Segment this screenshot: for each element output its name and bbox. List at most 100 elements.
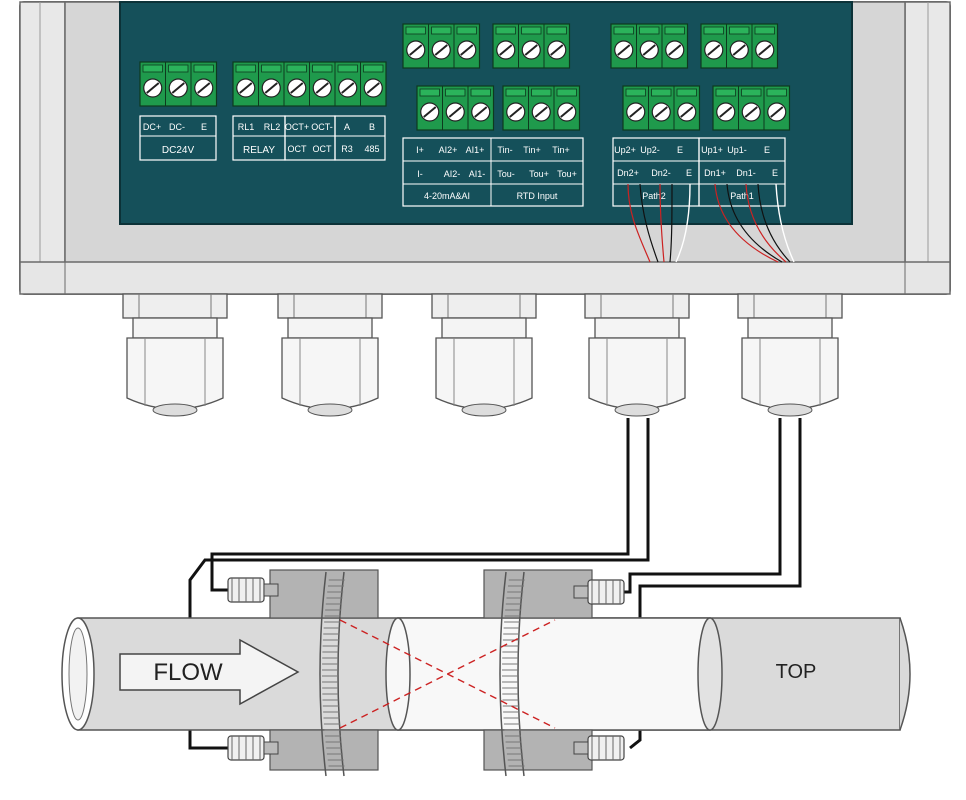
screw-terminal-icon	[738, 86, 762, 130]
label-up2-minus: Up2-	[640, 145, 660, 155]
pipe-strap-left	[319, 571, 345, 777]
label-up1-minus: Up1-	[727, 145, 747, 155]
pipe-clamp-icon	[319, 571, 525, 777]
label-dn1-plus: Dn1+	[704, 168, 726, 178]
cable-glands	[122, 293, 843, 417]
screw-terminal-icon	[309, 62, 333, 106]
cable-gland-icon	[277, 293, 383, 417]
label-r3: R3	[341, 144, 353, 154]
label-path2: Path2	[642, 191, 666, 201]
label-dc24v: DC24V	[162, 145, 195, 156]
label-oct-a: OCT	[288, 144, 308, 154]
screw-terminal-icon	[648, 86, 672, 130]
screw-terminal-icon	[518, 24, 542, 68]
label-tin-plus-2: Tin+	[552, 145, 569, 155]
screw-terminal-icon	[360, 62, 384, 106]
label-dc24v: DC+ DC- E DC24V	[139, 115, 217, 161]
terminal-block	[416, 85, 495, 131]
flow-label: FLOW	[153, 659, 223, 686]
cable-gland-icon	[431, 293, 537, 417]
terminal-block	[502, 85, 581, 131]
label-tou-minus: Tou-	[497, 169, 515, 179]
label-b: B	[369, 122, 375, 132]
label-ai1-minus: AI1-	[469, 169, 486, 179]
terminal-block	[700, 23, 779, 69]
screw-terminal-icon	[726, 24, 750, 68]
screw-terminal-icon	[661, 24, 685, 68]
screw-terminal-icon	[502, 86, 526, 130]
transducer-connector	[227, 735, 279, 761]
transducer-connector	[573, 735, 625, 761]
screw-terminal-icon	[283, 62, 307, 106]
screw-terminal-icon	[610, 24, 634, 68]
label-i-minus: I-	[417, 169, 423, 179]
screw-terminal-icon	[428, 24, 452, 68]
label-ai2-minus: AI2-	[444, 169, 461, 179]
label-oct-minus: OCT-	[311, 122, 333, 132]
terminal-block	[622, 85, 701, 131]
label-485: 485	[364, 144, 379, 154]
screw-terminal-icon	[467, 86, 491, 130]
cable-path2-lower	[188, 418, 650, 750]
label-dn2-plus: Dn2+	[617, 168, 639, 178]
screw-terminal-icon	[763, 86, 787, 130]
flow-arrow-icon: FLOW	[119, 638, 300, 706]
label-rl2: RL2	[264, 122, 281, 132]
cable-gland-icon	[122, 293, 228, 417]
label-up1-plus: Up1+	[701, 145, 723, 155]
label-up2-plus: Up2+	[614, 145, 636, 155]
label-dc-plus: DC+	[143, 122, 161, 132]
label-dn1-e: E	[772, 168, 778, 178]
cable-path1-lower	[629, 418, 802, 750]
transducer-connector	[227, 577, 279, 603]
screw-terminal-icon	[528, 86, 552, 130]
label-4-20ma: 4-20mA&AI	[424, 191, 470, 201]
screw-terminal-icon	[139, 62, 163, 106]
screw-terminal-icon	[553, 86, 577, 130]
screw-terminal-icon	[416, 86, 440, 130]
screw-terminal-icon	[492, 24, 516, 68]
label-paths: Up2+ Up2- E Dn2+ Dn2- E Path2 Up1+ Up1- …	[612, 137, 786, 207]
terminal-block	[232, 61, 387, 107]
screw-terminal-icon	[190, 62, 214, 106]
screw-terminal-icon	[636, 24, 660, 68]
label-rl1: RL1	[238, 122, 255, 132]
label-a: A	[344, 122, 350, 132]
label-relay: RL1 RL2 RELAY OCT+ OCT- OCT OCT A B R3 4…	[232, 115, 386, 161]
terminal-block	[139, 61, 218, 107]
terminal-block	[402, 23, 481, 69]
label-dn2-minus: Dn2-	[651, 168, 671, 178]
top-label: TOP	[776, 661, 817, 683]
screw-terminal-icon	[622, 86, 646, 130]
pipe-strap-right	[499, 571, 525, 777]
label-tin-minus: Tin-	[497, 145, 512, 155]
transducer-icon	[227, 577, 625, 761]
label-path1: Path1	[730, 191, 754, 201]
terminal-block	[492, 23, 571, 69]
screw-terminal-icon	[232, 62, 256, 106]
label-dc-e: E	[201, 122, 207, 132]
label-oct-b: OCT	[313, 144, 333, 154]
label-analog-rtd: I+ AI2+ AI1+ I- AI2- AI1- 4-20mA&AI Tin-…	[402, 137, 584, 207]
transducer-cables	[188, 418, 802, 750]
label-dn2-e: E	[686, 168, 692, 178]
screw-terminal-icon	[700, 24, 724, 68]
pipe	[61, 617, 911, 731]
screw-terminal-icon	[402, 24, 426, 68]
signal-paths	[339, 619, 556, 729]
terminal-blocks	[139, 23, 791, 131]
label-tou-plus-2: Tou+	[557, 169, 577, 179]
cable-path1-upper	[622, 418, 782, 594]
label-tin-plus-1: Tin+	[523, 145, 540, 155]
label-ai1-plus: AI1+	[466, 145, 485, 155]
path-wires	[627, 183, 795, 263]
label-rtd-input: RTD Input	[517, 191, 558, 201]
label-up2-e: E	[677, 145, 683, 155]
screw-terminal-icon	[334, 62, 358, 106]
screw-terminal-icon	[673, 86, 697, 130]
label-tou-plus-1: Tou+	[529, 169, 549, 179]
cable-gland-icon	[737, 293, 843, 417]
transducer-connector	[573, 579, 625, 605]
cable-gland-icon	[584, 293, 690, 417]
